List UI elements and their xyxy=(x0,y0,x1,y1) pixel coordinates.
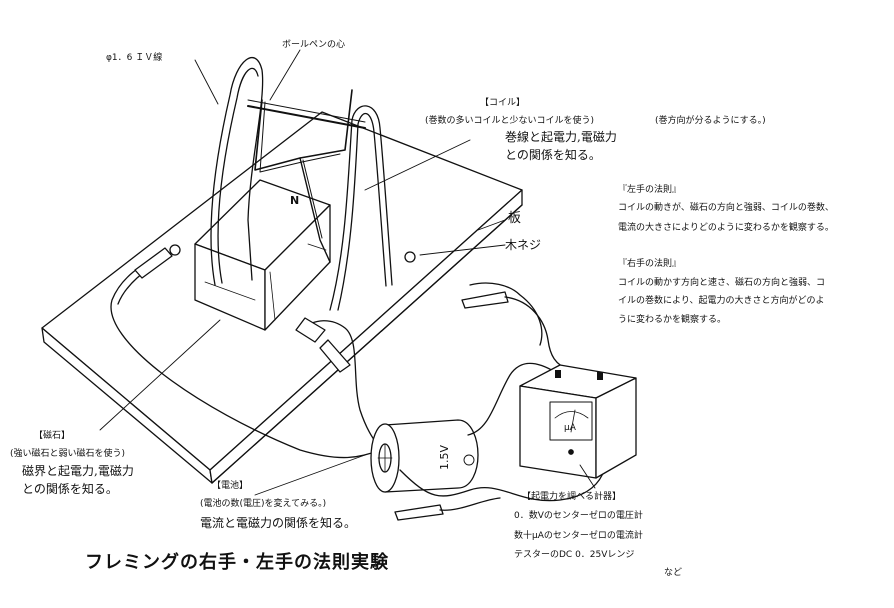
battery-line1: (電池の数(電圧)を変えてみる。) xyxy=(200,499,327,509)
wood-screw-left xyxy=(169,244,181,256)
coil-line1: (巻数の多いコイルと少ないコイルを使う) xyxy=(425,116,595,126)
board-label: 板 xyxy=(508,211,522,226)
lead-wires xyxy=(110,247,609,521)
coil xyxy=(254,89,353,263)
coil-note2: との関係を知る。 xyxy=(505,148,601,162)
magnet-note2: との関係を知る。 xyxy=(22,482,118,496)
meter-line3: テスターのDC 0．25Vレンジ xyxy=(514,550,635,560)
left-rule-heading: 『左手の法則』 xyxy=(618,185,682,195)
left-wire-stand xyxy=(210,57,264,286)
battery-heading: 【電池】 xyxy=(212,481,249,491)
leader-lines xyxy=(99,49,596,496)
magnet-block xyxy=(194,179,331,331)
meter-line2: 数十μAのセンターゼロの電流計 xyxy=(514,531,643,541)
right-rule-line3: うに変わるかを観察する。 xyxy=(618,315,727,325)
right-rule-line2: イルの巻数により、起電力の大きさと方向がどのよ xyxy=(618,296,825,306)
battery-voltage-label: 1.5V xyxy=(438,445,451,470)
battery-note1: 電流と電磁力の関係を知る。 xyxy=(200,516,357,530)
wire-spec-label: φ1．6 ＩＶ線 xyxy=(106,53,163,63)
meter-unit-label: μA xyxy=(564,423,577,433)
left-rule-line1: コイルの動きが、磁石の方向と強弱、コイルの巻数、 xyxy=(618,203,834,213)
wood-screw-right xyxy=(404,251,416,263)
meter xyxy=(519,364,637,479)
coil-line1-note: (巻方向が分るようにする。) xyxy=(655,116,766,126)
meter-line4: など xyxy=(664,568,683,578)
coil-note1: 巻線と起電力,電磁力 xyxy=(505,130,617,144)
magnet-line1: (強い磁石と弱い磁石を使う) xyxy=(10,449,126,459)
ball-pen-rod xyxy=(247,105,366,129)
right-rule-heading: 『右手の法則』 xyxy=(618,259,682,269)
wood-screw-label: 木ネジ xyxy=(505,238,542,252)
magnet-heading: 【磁石】 xyxy=(34,431,71,441)
magnet-note1: 磁界と起電力,電磁力 xyxy=(22,464,134,478)
right-wire-stand xyxy=(329,105,393,311)
pen-core-label: ボールペンの心 xyxy=(282,40,346,50)
left-rule-line2: 電流の大きさによりどのように変わるかを観察する。 xyxy=(618,223,834,233)
right-rule-line1: コイルの動かす方向と速さ、磁石の方向と強弱、コ xyxy=(618,278,826,288)
magnet-pole-label: N xyxy=(290,194,299,207)
coil-heading: 【コイル】 xyxy=(480,98,526,108)
meter-heading: 【起電力を調べる計器】 xyxy=(522,492,622,502)
figure-title: フレミングの右手・左手の法則実験 xyxy=(85,552,389,573)
battery xyxy=(370,419,479,493)
meter-line1: 0．数Vのセンターゼロの電圧計 xyxy=(514,511,643,521)
